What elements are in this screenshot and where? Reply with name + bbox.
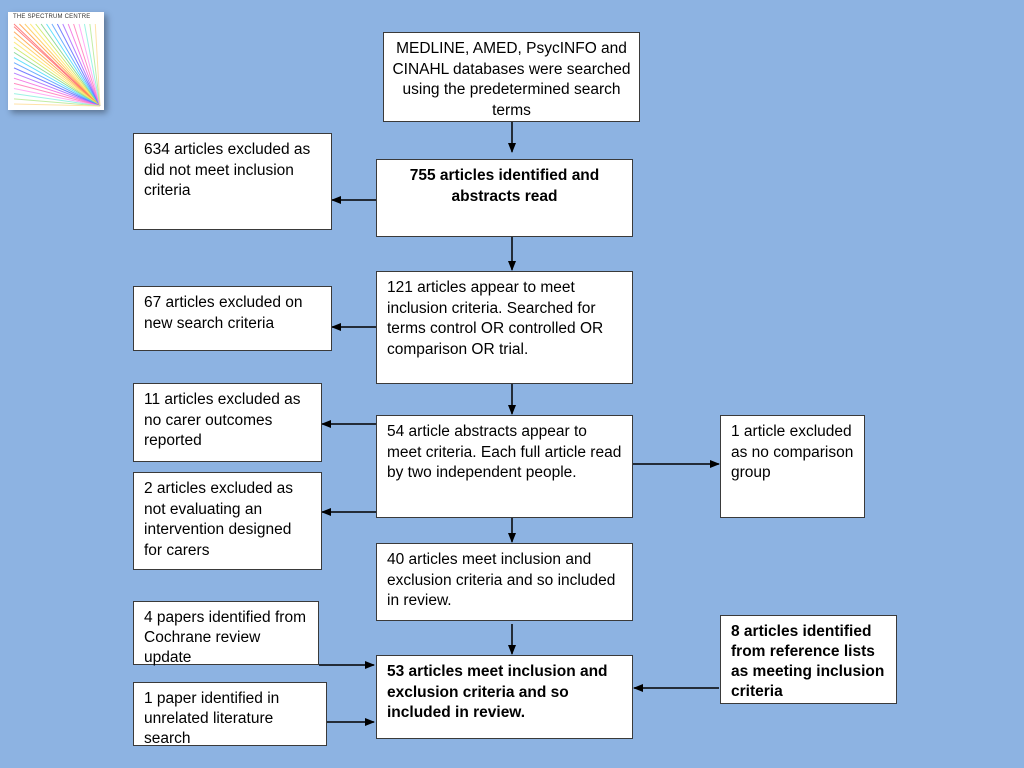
logo-ray xyxy=(89,23,101,107)
logo-ray xyxy=(35,23,101,107)
logo-ray xyxy=(73,23,101,107)
logo-ray xyxy=(13,36,101,107)
spectrum-centre-logo: THE SPECTRUM CENTRE xyxy=(8,12,104,110)
final-53-box: 53 articles meet inclusion and exclusion… xyxy=(376,655,633,739)
logo-ray xyxy=(24,23,101,107)
logo-ray xyxy=(13,67,101,107)
logo-ray xyxy=(13,46,101,107)
logo-ray xyxy=(19,23,101,107)
logo-ray xyxy=(40,23,101,107)
logo-ray xyxy=(13,98,101,107)
reference-lists-box: 8 articles identified from reference lis… xyxy=(720,615,897,704)
logo-ray xyxy=(62,23,101,107)
logo-ray xyxy=(13,41,101,107)
cochrane-papers-box: 4 papers identified from Cochrane review… xyxy=(133,601,319,666)
unrelated-search-box: 1 paper identified in unrelated literatu… xyxy=(133,682,327,747)
logo-ray xyxy=(13,57,101,107)
logo-ray xyxy=(13,103,101,107)
excluded-2-box: 2 articles excluded as not evaluating an… xyxy=(133,472,322,570)
logo-ray xyxy=(13,31,101,107)
abstracts-54-box: 54 article abstracts appear to meet crit… xyxy=(376,415,633,518)
logo-ray xyxy=(46,23,101,107)
meet-criteria-40-box: 40 articles meet inclusion and exclusion… xyxy=(376,543,633,621)
excluded-1-box: 1 article excluded as no comparison grou… xyxy=(720,415,865,518)
logo-ray xyxy=(29,23,101,107)
logo-ray xyxy=(67,23,101,107)
logo-ray xyxy=(78,23,101,107)
logo-ray xyxy=(13,88,101,107)
logo-ray xyxy=(13,77,101,107)
meet-criteria-121-box: 121 articles appear to meet inclusion cr… xyxy=(376,271,633,384)
logo-ray xyxy=(13,51,101,107)
excluded-11-box: 11 articles excluded as no carer outcome… xyxy=(133,383,322,462)
logo-ray xyxy=(83,23,101,107)
excluded-67-box: 67 articles excluded on new search crite… xyxy=(133,286,332,351)
logo-ray xyxy=(56,23,101,107)
logo-ray xyxy=(13,62,101,107)
database-search-box: MEDLINE, AMED, PsycINFO and CINAHL datab… xyxy=(383,32,640,122)
logo-ray xyxy=(13,93,101,107)
logo-ray xyxy=(13,26,101,107)
logo-rays-graphic xyxy=(13,23,101,107)
logo-ray xyxy=(51,23,101,107)
identified-755-box: 755 articles identified and abstracts re… xyxy=(376,159,633,237)
logo-ray xyxy=(13,82,101,107)
logo-text: THE SPECTRUM CENTRE xyxy=(13,14,91,20)
excluded-634-box: 634 articles excluded as did not meet in… xyxy=(133,133,332,230)
logo-ray xyxy=(94,23,101,107)
logo-ray xyxy=(13,72,101,107)
